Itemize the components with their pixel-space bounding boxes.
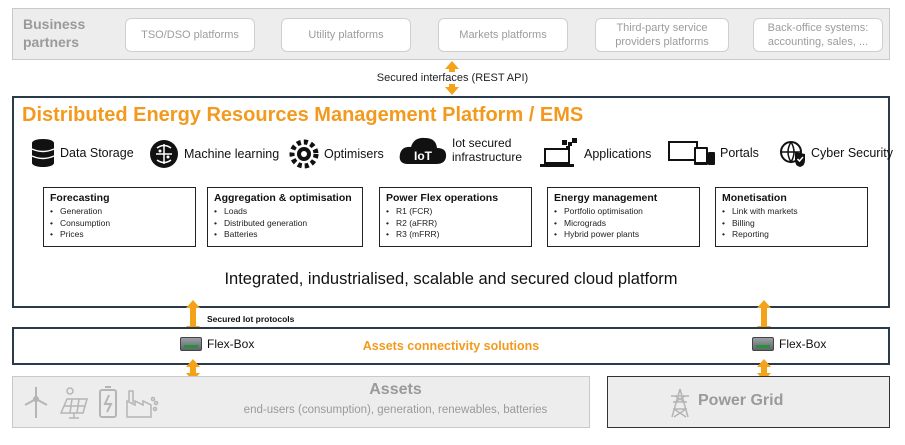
card-title: Forecasting: [50, 192, 110, 204]
card-monetisation: Monetisation Link with markets Billing R…: [715, 187, 868, 247]
iot-cloud-icon: IoT: [398, 134, 448, 166]
business-partners-bar: Business partners TSO/DSO platforms Util…: [12, 8, 890, 60]
card-energy-management: Energy management Portfolio optimisation…: [547, 187, 700, 247]
card-item: Hybrid power plants: [554, 229, 693, 241]
card-item: R1 (FCR): [386, 206, 525, 218]
capability-iot-infrastructure: IoT Iot secured infrastructure: [398, 134, 532, 166]
solar-panel-icon: [57, 385, 91, 424]
power-grid-title: Power Grid: [698, 392, 784, 409]
card-power-flex: Power Flex operations R1 (FCR) R2 (aFRR)…: [379, 187, 532, 247]
capability-label: Data Storage: [60, 146, 134, 160]
card-title: Aggregation & optimisation: [214, 192, 352, 204]
factory-icon: [125, 385, 159, 424]
card-item: Consumption: [50, 218, 189, 230]
partner-box-markets: Markets platforms: [438, 18, 568, 52]
asset-icons: [21, 385, 159, 424]
capability-label: Applications: [584, 147, 652, 161]
capability-label: Portals: [720, 146, 759, 160]
card-forecasting: Forecasting Generation Consumption Price…: [43, 187, 196, 247]
connectivity-box: Assets connectivity solutions Flex-Box F…: [12, 327, 890, 365]
brain-icon: [148, 138, 180, 170]
api-label: Secured interfaces (REST API): [340, 72, 565, 84]
assets-box: Assets end-users (consumption), generati…: [12, 376, 590, 428]
card-item: Reporting: [722, 229, 861, 241]
svg-text:IoT: IoT: [414, 149, 433, 163]
card-item: Generation: [50, 206, 189, 218]
flexbox-label: Flex-Box: [207, 337, 255, 351]
battery-icon: [97, 385, 119, 424]
flexbox-label: Flex-Box: [779, 337, 827, 351]
card-item: Loads: [214, 206, 356, 218]
card-item: Distributed generation: [214, 218, 356, 230]
partner-box-third-party: Third-party service providers platforms: [595, 18, 729, 52]
flexbox-device-icon: [752, 337, 774, 351]
partner-box-back-office: Back-office systems: accounting, sales, …: [753, 18, 883, 52]
platform-box: Distributed Energy Resources Management …: [12, 96, 893, 308]
flexbox-device-icon: [180, 337, 202, 351]
devices-icon: [666, 138, 716, 168]
card-title: Energy management: [554, 192, 658, 204]
card-item: Link with markets: [722, 206, 861, 218]
wind-turbine-icon: [21, 385, 51, 424]
capability-label: Cyber Security: [811, 146, 893, 160]
card-title: Monetisation: [722, 192, 787, 204]
pylon-icon: [668, 387, 692, 424]
partner-box-tso-dso: TSO/DSO platforms: [125, 18, 255, 52]
capability-applications: Applications: [538, 138, 651, 170]
power-grid-box: Power Grid: [607, 376, 890, 428]
iot-protocols-label: Secured Iot protocols: [207, 314, 295, 324]
gears-icon: [288, 138, 320, 170]
card-item: R2 (aFRR): [386, 218, 525, 230]
capability-label: Optimisers: [324, 147, 384, 161]
card-title: Power Flex operations: [386, 192, 499, 204]
flexbox-left: Flex-Box: [180, 337, 254, 351]
card-item: Billing: [722, 218, 861, 230]
assets-title: Assets: [369, 381, 422, 398]
shield-globe-icon: [779, 138, 807, 168]
business-partners-label: Business partners: [23, 16, 86, 50]
capability-cyber-security: Cyber Security: [779, 138, 893, 168]
capability-label: Machine learning: [184, 147, 280, 161]
capability-optimisers: Optimisers: [288, 138, 384, 170]
card-aggregation: Aggregation & optimisation Loads Distrib…: [207, 187, 363, 247]
partner-box-utility: Utility platforms: [281, 18, 411, 52]
capability-data-storage: Data Storage: [30, 138, 134, 168]
card-item: R3 (mFRR): [386, 229, 525, 241]
card-item: Micrograds: [554, 218, 693, 230]
platform-title: Distributed Energy Resources Management …: [22, 104, 584, 126]
connectivity-title: Assets connectivity solutions: [362, 339, 540, 353]
flexbox-right: Flex-Box: [752, 337, 826, 351]
capability-label: Iot secured infrastructure: [452, 136, 523, 164]
card-item: Prices: [50, 229, 189, 241]
card-item: Portfolio optimisation: [554, 206, 693, 218]
laptop-icon: [538, 138, 580, 170]
assets-subtitle: end-users (consumption), generation, ren…: [243, 404, 548, 416]
capability-portals: Portals: [666, 138, 759, 168]
capability-machine-learning: Machine learning: [148, 138, 279, 170]
card-item: Batteries: [214, 229, 356, 241]
platform-tagline: Integrated, industrialised, scalable and…: [224, 270, 678, 288]
database-icon: [30, 138, 56, 168]
